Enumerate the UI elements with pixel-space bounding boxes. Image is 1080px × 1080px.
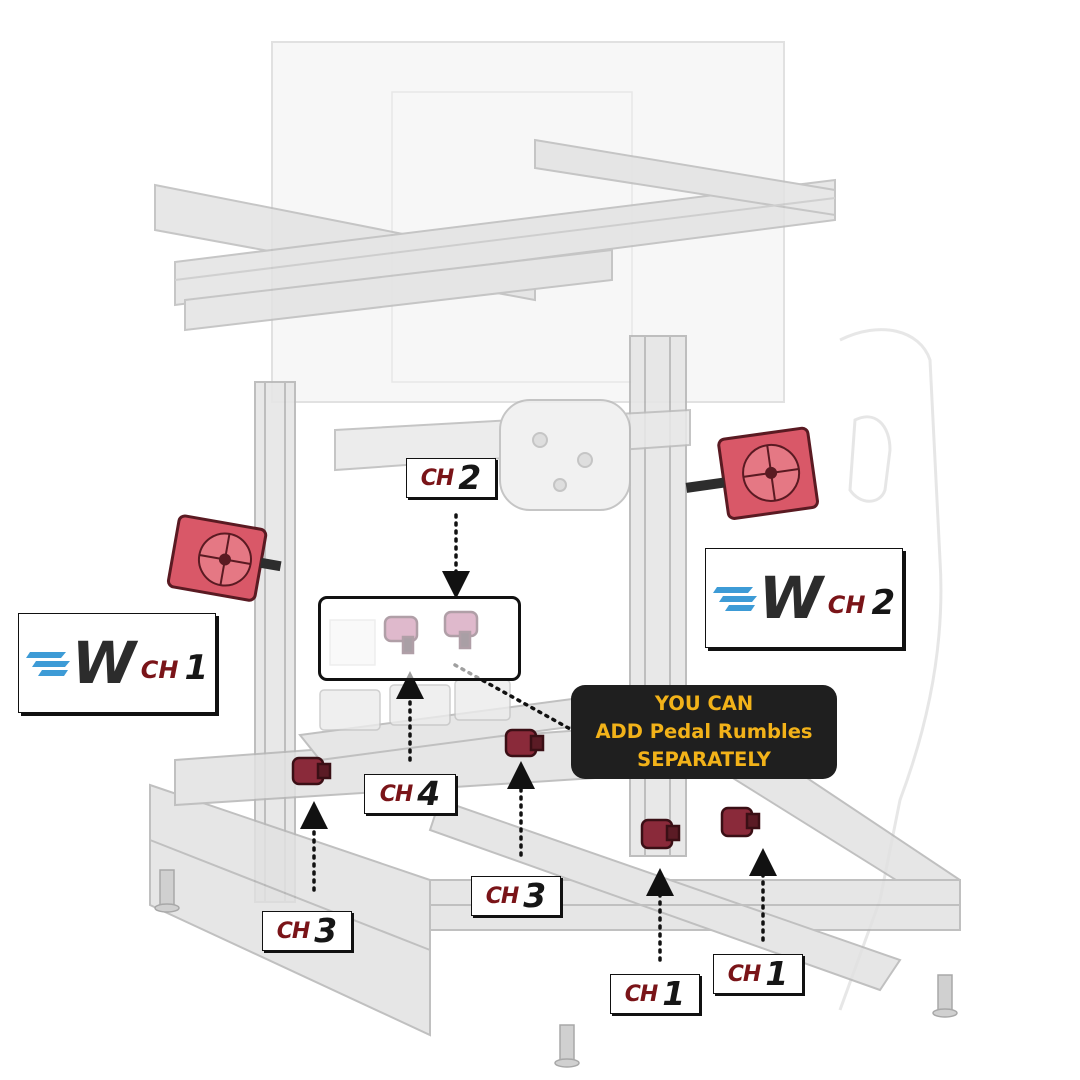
channel-prefix: CH xyxy=(379,782,414,807)
wind-label-ch2: W CH 2 xyxy=(705,548,903,648)
channel-prefix: CH xyxy=(485,884,520,909)
frame-feet xyxy=(154,869,958,1068)
channel-number: 4 xyxy=(417,774,441,813)
top-crossbars xyxy=(154,138,836,332)
rumble-motor-ch1-right xyxy=(720,806,761,838)
rumble-motor-ch3-center xyxy=(504,728,545,758)
wheel-mount xyxy=(334,399,691,511)
channel-number: 1 xyxy=(662,974,686,1013)
channel-prefix: CH xyxy=(276,919,311,944)
callout-line-1: YOU CAN xyxy=(654,692,754,715)
wind-fan-right xyxy=(685,426,819,520)
pedal-rumble-box xyxy=(318,596,521,681)
rumble-motor-ch1-left xyxy=(640,818,681,850)
channel-label-ch1-left: CH 1 xyxy=(610,974,700,1014)
wind-label-ch1: W CH 1 xyxy=(18,613,216,713)
channel-label-ch3-center: CH 3 xyxy=(471,876,561,916)
channel-label-ch4: CH 4 xyxy=(364,774,456,814)
channel-prefix: CH xyxy=(727,962,762,987)
wind-label-prefix: CH xyxy=(140,656,179,684)
channel-number: 3 xyxy=(523,876,547,915)
channel-number: 2 xyxy=(458,458,482,497)
wind-label-number: 2 xyxy=(871,583,896,623)
wind-logo-icon xyxy=(25,652,70,676)
rumble-motors xyxy=(291,728,761,850)
callout-line-2: ADD Pedal Rumbles xyxy=(595,720,813,743)
channel-label-ch3-left: CH 3 xyxy=(262,911,352,951)
wind-label-prefix: CH xyxy=(827,591,866,619)
wind-logo-icon xyxy=(712,587,757,611)
rumble-motor-ch3-left xyxy=(291,756,332,786)
channel-label-ch2: CH 2 xyxy=(406,458,496,498)
wind-label-number: 1 xyxy=(184,648,209,688)
pointer-arrows xyxy=(300,513,777,962)
wind-fan-left xyxy=(166,514,282,602)
wind-logo-letter: W xyxy=(758,564,823,632)
channel-label-ch1-right: CH 1 xyxy=(713,954,803,994)
channel-prefix: CH xyxy=(420,466,455,491)
wind-logo-letter: W xyxy=(71,629,136,697)
channel-prefix: CH xyxy=(624,982,659,1007)
channel-number: 1 xyxy=(765,954,789,993)
pedal-rumble-callout: YOU CAN ADD Pedal Rumbles SEPARATELY xyxy=(571,685,837,779)
channel-number: 3 xyxy=(314,911,338,950)
callout-line-3: SEPARATELY xyxy=(637,748,771,771)
